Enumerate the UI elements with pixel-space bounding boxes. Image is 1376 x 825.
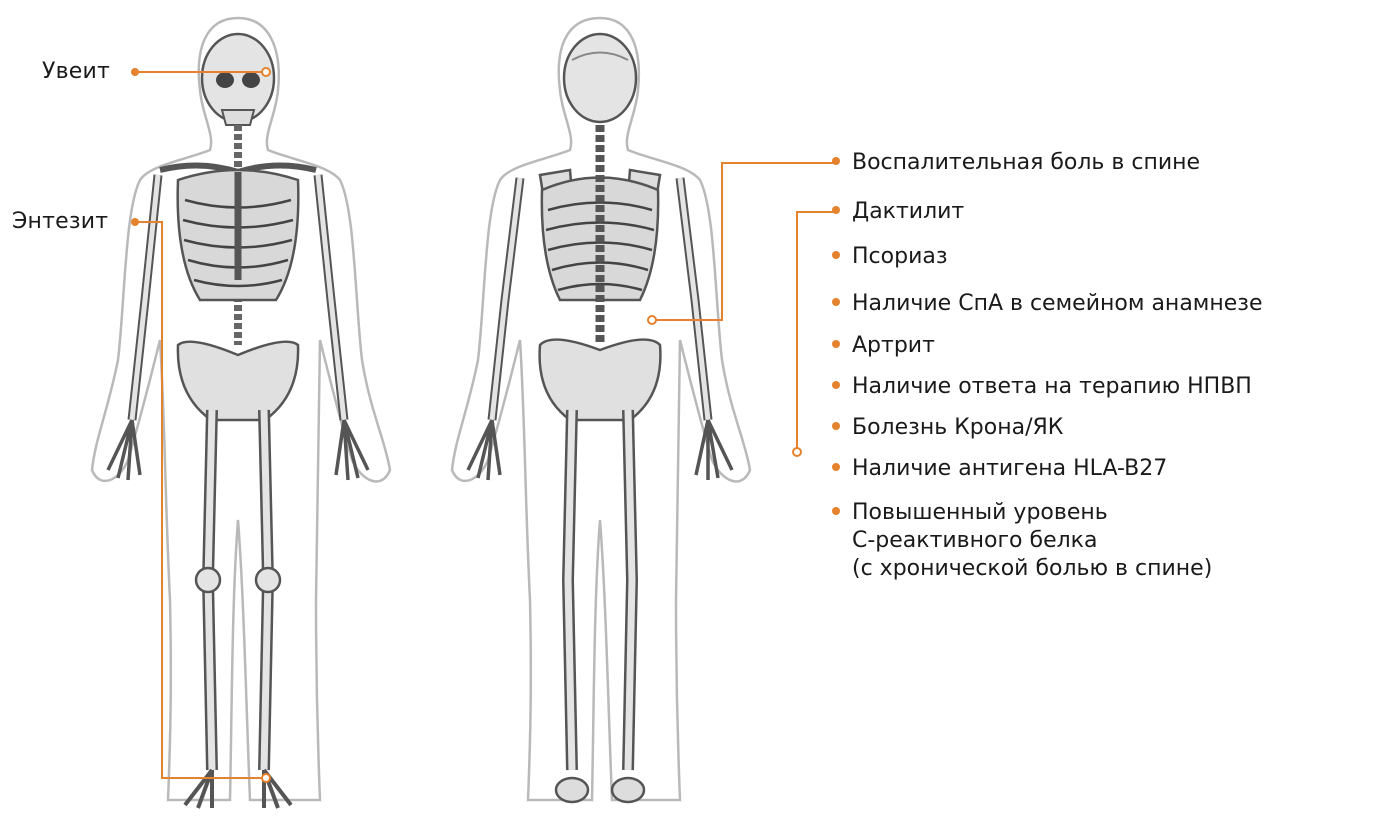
list-item-hla-b27: Наличие антигена HLA-B27	[832, 456, 1167, 482]
bullet-icon	[832, 507, 840, 515]
list-item-arthritis: Артрит	[832, 333, 935, 359]
front-skeleton	[92, 18, 390, 808]
back-skeleton	[452, 18, 750, 802]
bullet-icon	[832, 463, 840, 471]
uveitis-label: Увеит	[42, 59, 110, 85]
list-item-family-history: Наличие СпА в семейном анамнезе	[832, 291, 1263, 317]
bullet-icon	[832, 206, 840, 214]
list-item-back-pain: Воспалительная боль в спине	[832, 150, 1200, 176]
list-item-psoriasis: Псориаз	[832, 244, 948, 270]
list-item-nsaid-response: Наличие ответа на терапию НПВП	[832, 374, 1252, 400]
bullet-icon	[832, 340, 840, 348]
list-item-dactylitis: Дактилит	[832, 199, 964, 225]
bullet-icon	[832, 422, 840, 430]
bullet-icon	[832, 298, 840, 306]
bullet-icon	[832, 251, 840, 259]
bullet-icon	[832, 157, 840, 165]
enthesitis-label: Энтезит	[12, 209, 108, 235]
list-item-crohn: Болезнь Крона/ЯК	[832, 415, 1063, 441]
list-item-crp: Повышенный уровень С-реактивного белка (…	[832, 499, 1212, 583]
dactylitis-connector	[797, 212, 834, 452]
bullet-icon	[832, 381, 840, 389]
